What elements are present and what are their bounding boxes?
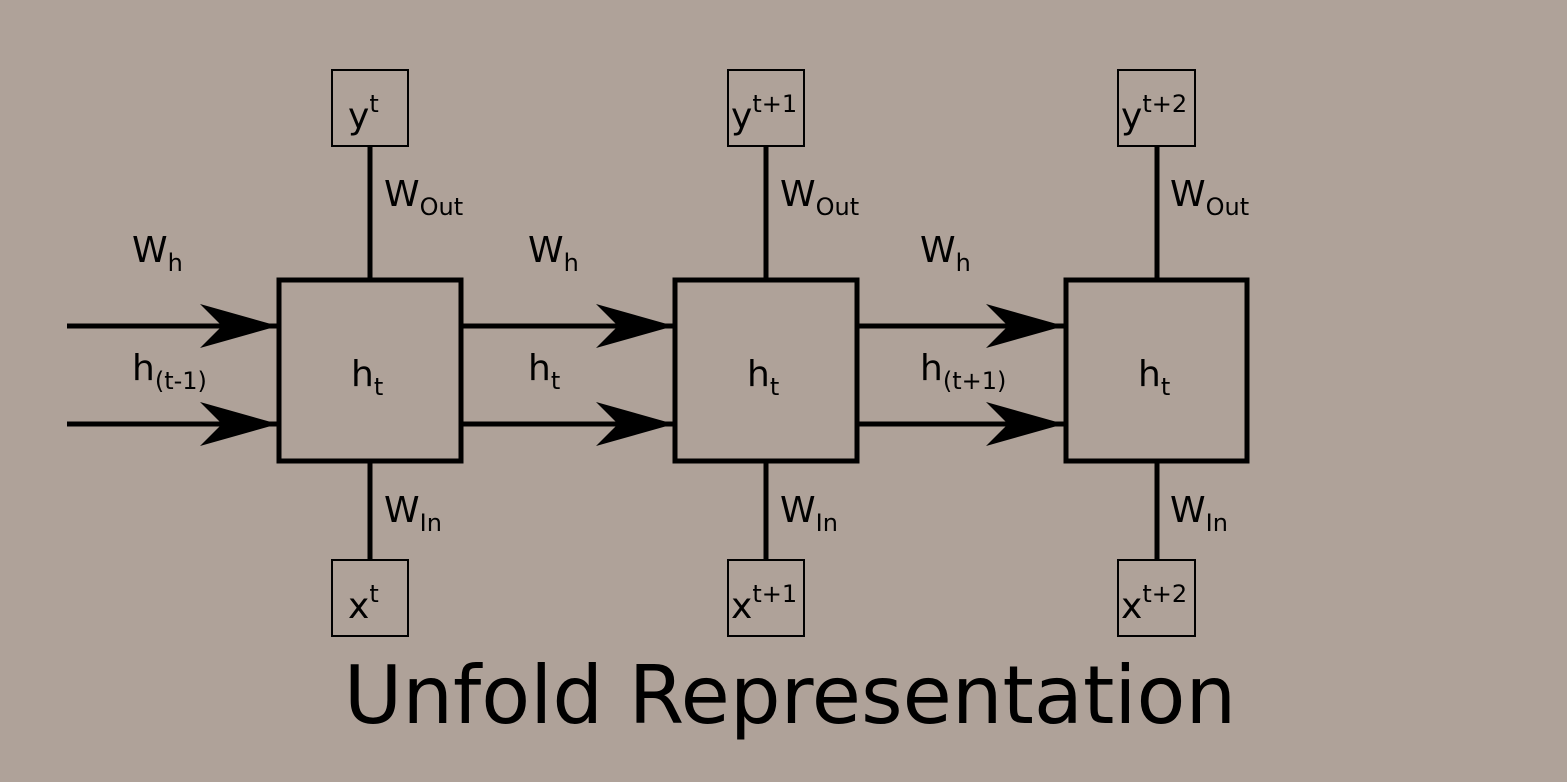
input-box [727,559,805,637]
hidden-state-box [276,277,464,464]
hidden-state-box [1063,277,1250,464]
weight-label: Wh [528,230,579,277]
hidden-label: ht [528,348,560,395]
weight-label: Wh [920,230,971,277]
output-box [727,69,805,147]
state-label: ht [1138,354,1170,401]
hidden-label: h(t-1) [132,348,207,395]
output-label: yt [348,90,379,137]
transition-0: Wh h(t-1) [67,230,278,446]
weight-label: Wh [132,230,183,277]
hidden-label: h(t+1) [920,348,1006,395]
input-box [1117,559,1196,637]
w-out-label: WOut [780,174,859,221]
rnn-cell-0: ht yt xt WOut WIn [276,69,464,637]
input-label: xt [348,580,379,627]
w-out-label: WOut [1170,174,1249,221]
input-label: xt+1 [731,580,797,627]
input-box [331,559,409,637]
transition-1: Wh ht [462,230,674,446]
state-label: ht [747,354,779,401]
rnn-cell-1: ht yt+1 xt+1 WOut WIn [672,69,860,637]
state-label: ht [351,354,383,401]
output-label: yt+1 [731,90,797,137]
input-label: xt+2 [1121,580,1187,627]
output-box [331,69,409,147]
w-in-label: WIn [384,490,442,537]
w-in-label: WIn [780,490,838,537]
output-label: yt+2 [1121,90,1187,137]
diagram-title: Unfold Representation [344,649,1236,742]
hidden-state-box [672,277,860,464]
w-out-label: WOut [384,174,463,221]
w-in-label: WIn [1170,490,1228,537]
output-box [1117,69,1196,147]
transition-2: Wh h(t+1) [858,230,1064,446]
rnn-cell-2: ht yt+2 xt+2 WOut WIn [1063,69,1250,637]
